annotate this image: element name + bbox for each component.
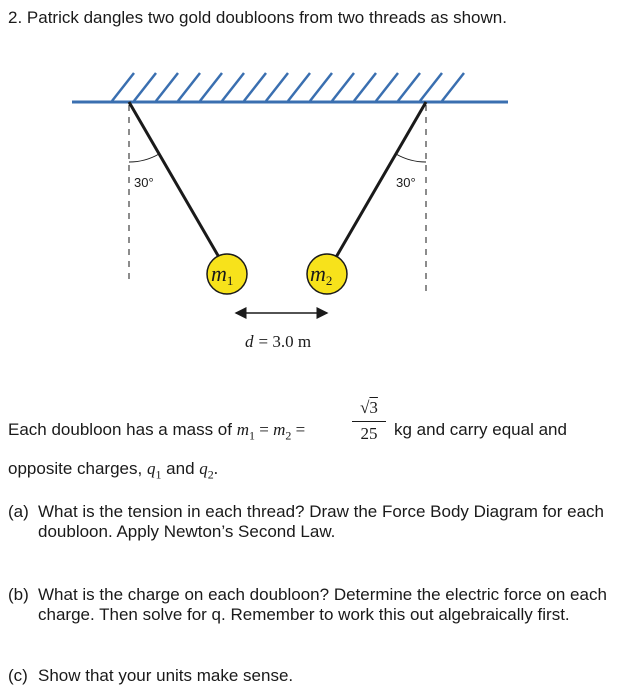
- q1-symbol: q: [146, 459, 156, 478]
- desc-prefix: Each doubloon has a mass of: [8, 420, 232, 439]
- period: .: [213, 459, 219, 478]
- equals-1: =: [259, 420, 269, 439]
- svg-text:m2: m2: [310, 261, 332, 288]
- ceiling-hatch: [111, 72, 465, 102]
- distance-value: = 3.0 m: [259, 332, 312, 351]
- part-a-label: (a): [8, 502, 29, 521]
- and-word: and: [166, 459, 195, 478]
- thread-left: [127, 101, 222, 260]
- m2-symbol: m: [273, 420, 286, 439]
- svg-text:d= 3.0 m: d = 3.0 m: [245, 332, 311, 351]
- line2-prefix: opposite charges,: [8, 459, 143, 478]
- mass-fraction: √3 25: [352, 398, 386, 444]
- angle-label-left: 30°: [134, 175, 154, 190]
- part-a: (a) What is the tension in each thread? …: [8, 502, 618, 542]
- part-b-label: (b): [8, 585, 29, 604]
- q2-sub: 2: [207, 467, 214, 482]
- svg-text:m1: m1: [211, 261, 233, 288]
- part-b-text: What is the charge on each doubloon? Det…: [38, 585, 607, 624]
- charge-description: opposite charges, q1 and q2.: [8, 459, 218, 482]
- mass-description: Each doubloon has a mass of m1 = m2 =: [8, 420, 305, 443]
- angle-arc-left: [128, 153, 160, 163]
- pendulum-diagram: 30° 30° m1 m2 d= 3.0 m: [72, 72, 508, 351]
- frac-root: 3: [369, 398, 378, 417]
- part-b: (b) What is the charge on each doubloon?…: [8, 585, 618, 625]
- desc-suffix: kg and carry equal and: [394, 420, 567, 439]
- doubloon-m1: [206, 253, 248, 295]
- angle-label-right: 30°: [396, 175, 416, 190]
- doubloon-m2: [306, 253, 348, 295]
- m1-sub: 1: [249, 428, 255, 443]
- frac-den: 25: [360, 424, 378, 443]
- m2-sub: 2: [285, 428, 292, 443]
- mass-label-m2-sub: 2: [326, 273, 333, 288]
- mass-label-m1: m: [211, 261, 227, 286]
- m1-symbol: m: [236, 420, 249, 439]
- thread-right: [333, 101, 428, 260]
- part-c-label: (c): [8, 666, 28, 685]
- mass-label-m1-sub: 1: [227, 273, 234, 288]
- problem-title: 2. Patrick dangles two gold doubloons fr…: [8, 8, 507, 27]
- equals-2: =: [295, 420, 306, 439]
- angle-arc-right: [395, 153, 427, 163]
- part-c-text: Show that your units make sense.: [38, 666, 294, 685]
- mass-label-m2: m: [310, 261, 326, 286]
- q1-sub: 1: [155, 467, 162, 482]
- part-c: (c) Show that your units make sense.: [8, 666, 618, 686]
- q2-symbol: q: [199, 459, 208, 478]
- part-a-text: What is the tension in each thread? Draw…: [38, 502, 605, 541]
- distance-var: d: [245, 332, 254, 351]
